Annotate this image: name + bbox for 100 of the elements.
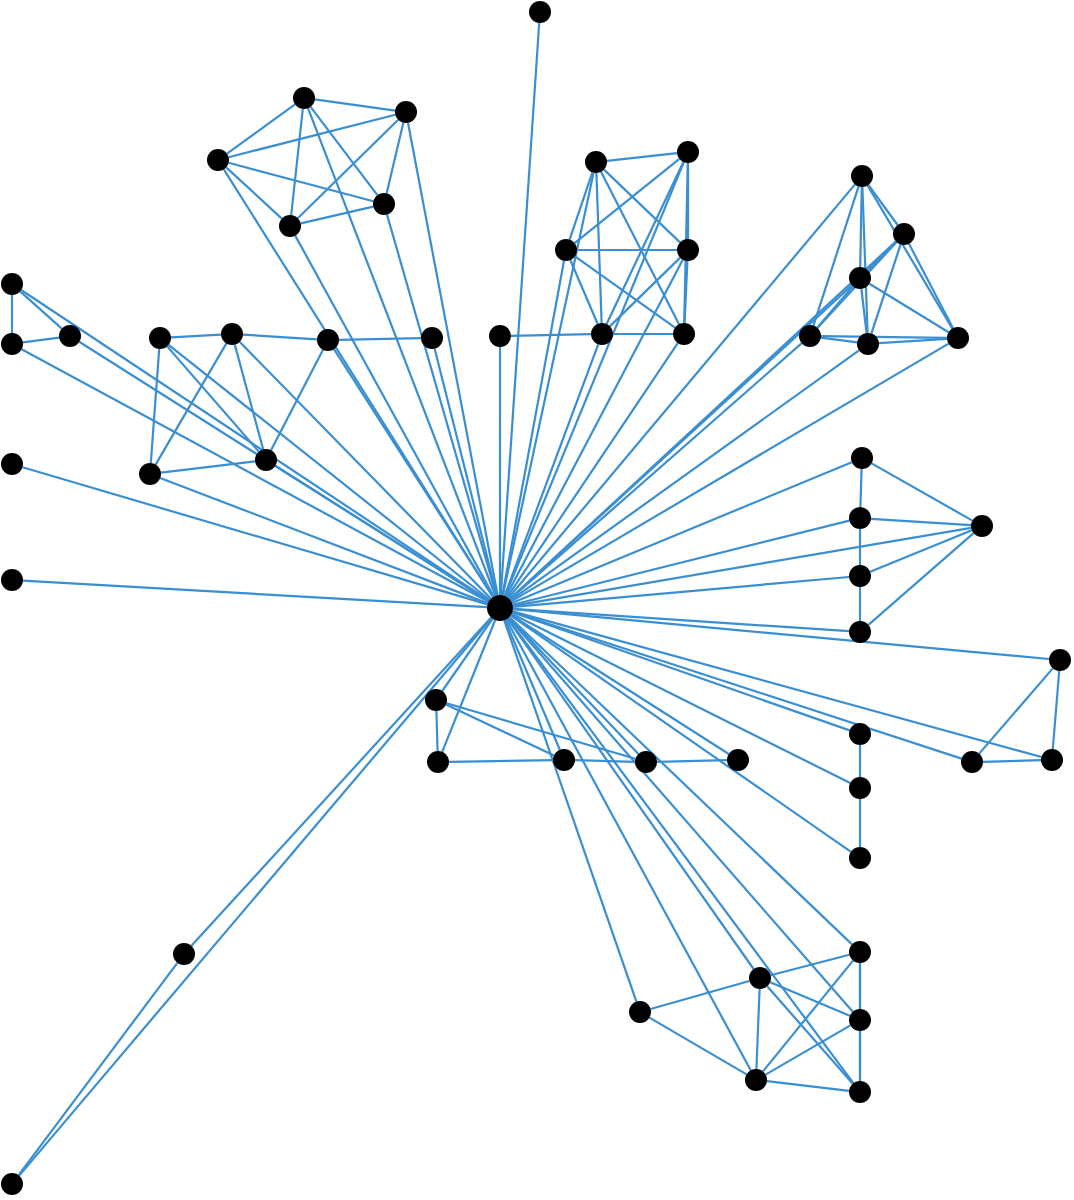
connector-line xyxy=(512,610,962,760)
connector-line xyxy=(22,336,60,344)
network-node xyxy=(629,1001,651,1023)
connector-line xyxy=(445,703,555,757)
connector-line xyxy=(504,619,561,751)
network-node xyxy=(849,621,871,643)
connector-line xyxy=(908,243,954,329)
network-node xyxy=(293,87,315,109)
connector-line xyxy=(499,22,541,596)
network-node xyxy=(585,151,607,173)
network-node xyxy=(279,215,301,237)
connector-line xyxy=(858,529,862,565)
connector-line xyxy=(867,532,975,626)
network-node xyxy=(317,329,339,351)
connector-line xyxy=(858,745,862,777)
connector-line xyxy=(506,617,855,1084)
network-node xyxy=(849,941,871,963)
connector-line xyxy=(511,611,850,732)
network-node xyxy=(1,453,23,475)
connector-line xyxy=(683,162,689,324)
connector-line xyxy=(225,166,283,220)
connector-line xyxy=(503,344,600,597)
connector-line xyxy=(512,608,1050,661)
connector-line xyxy=(149,348,161,464)
network-node xyxy=(635,751,657,773)
connector-line xyxy=(433,348,498,596)
connector-line xyxy=(226,103,296,155)
connector-line xyxy=(154,342,228,466)
network-node xyxy=(555,239,577,261)
connector-line xyxy=(650,979,750,1011)
connector-line xyxy=(821,335,947,339)
connector-line xyxy=(868,282,950,334)
connector-line xyxy=(512,575,850,608)
connector-line xyxy=(867,184,899,226)
connector-line xyxy=(858,1031,862,1081)
connector-line xyxy=(861,186,869,334)
connector-line xyxy=(385,214,498,596)
connector-line xyxy=(166,345,260,453)
network-node xyxy=(745,1069,767,1091)
network-node xyxy=(1,1173,23,1195)
connector-line xyxy=(233,344,265,450)
network-node xyxy=(529,1,551,23)
network-node xyxy=(799,325,821,347)
connector-line xyxy=(569,259,599,325)
network-node xyxy=(971,515,993,537)
connector-line xyxy=(509,349,860,602)
connector-line xyxy=(510,333,592,337)
connector-line xyxy=(1051,670,1061,750)
network-node xyxy=(893,223,915,245)
connector-line xyxy=(656,759,728,763)
connector-line xyxy=(385,122,405,194)
network-node xyxy=(849,777,871,799)
network-node xyxy=(849,1081,871,1103)
connector-line xyxy=(22,466,488,606)
connector-line xyxy=(508,616,853,946)
connector-line xyxy=(507,617,854,1013)
connector-line xyxy=(333,348,494,598)
connector-line xyxy=(338,337,422,341)
connector-line xyxy=(871,462,973,522)
network-node xyxy=(207,149,229,171)
network-node xyxy=(677,141,699,163)
connector-line xyxy=(508,284,853,600)
connector-line xyxy=(509,614,852,853)
network-node xyxy=(59,325,81,347)
network-node xyxy=(961,751,983,773)
network-node xyxy=(1,273,23,295)
connector-line xyxy=(228,113,396,159)
connector-line xyxy=(501,172,595,596)
connector-line xyxy=(300,205,374,225)
connector-line xyxy=(510,342,950,603)
network-node xyxy=(1041,749,1063,771)
connector-line xyxy=(159,476,489,605)
connector-line xyxy=(435,710,439,752)
connector-line xyxy=(505,618,752,1071)
connector-line xyxy=(17,962,179,1176)
connector-line xyxy=(770,953,850,977)
connector-line xyxy=(878,337,948,345)
network-node xyxy=(673,323,695,345)
network-node xyxy=(851,447,873,469)
connector-line xyxy=(242,333,318,341)
connector-line xyxy=(816,285,854,329)
connector-line xyxy=(603,168,681,244)
connector-line xyxy=(512,526,972,607)
connector-line xyxy=(297,119,399,219)
connector-line xyxy=(294,235,495,598)
connector-line xyxy=(577,248,677,252)
connector-line xyxy=(498,347,502,595)
connector-line xyxy=(441,617,494,692)
connector-line xyxy=(160,460,256,474)
network-node xyxy=(727,749,749,771)
connector-line xyxy=(978,667,1054,755)
network-node xyxy=(373,193,395,215)
connector-line xyxy=(870,244,902,334)
connector-line xyxy=(858,799,862,847)
connector-line xyxy=(170,333,222,339)
connector-line xyxy=(869,529,973,573)
connector-line xyxy=(762,959,854,1073)
connector-line xyxy=(309,106,379,196)
connector-line xyxy=(766,985,854,1085)
network-node xyxy=(857,333,879,355)
